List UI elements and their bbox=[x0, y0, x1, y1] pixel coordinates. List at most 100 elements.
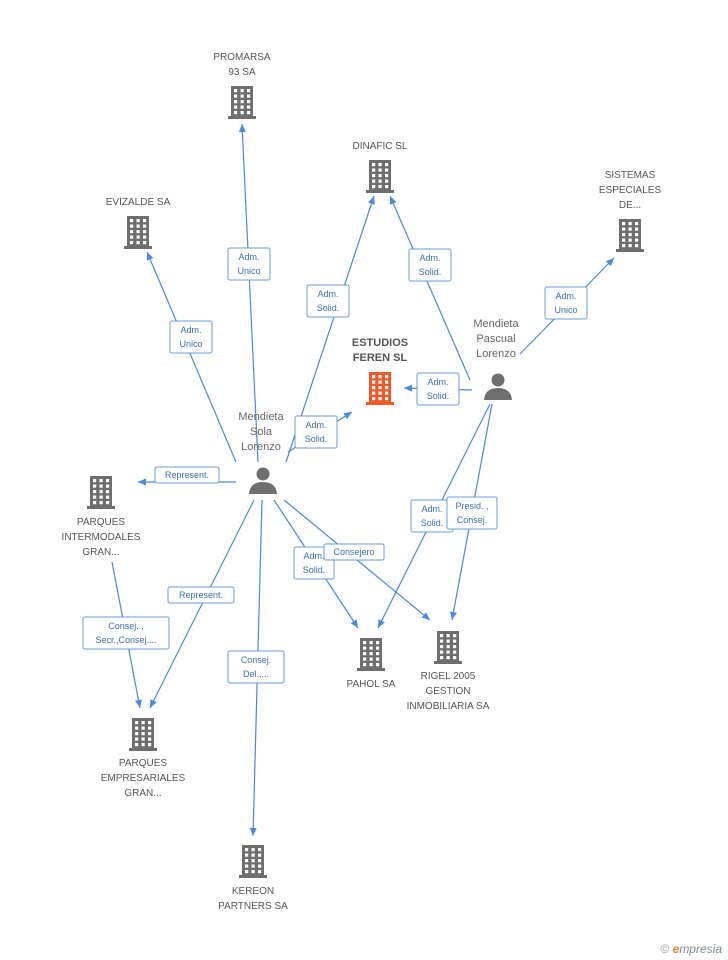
relation-pascual-dinafic[interactable]: Adm.Solid. bbox=[389, 195, 471, 381]
arrowhead-icon bbox=[450, 611, 457, 620]
company-name: PARQUES bbox=[119, 758, 167, 769]
person-name: Lorenzo bbox=[241, 441, 281, 453]
company-name: DINAFIC SL bbox=[352, 141, 407, 152]
relation-sola-pahol[interactable]: Adm.Solid. bbox=[273, 499, 359, 629]
relation-sola-estudios[interactable]: Adm.Solid. bbox=[287, 411, 353, 453]
relation-label-box bbox=[323, 543, 385, 561]
building-icon bbox=[228, 86, 256, 119]
company-name: PAHOL SA bbox=[347, 679, 396, 690]
company-node-sistemas[interactable]: SISTEMAS ESPECIALES DE... bbox=[599, 170, 662, 252]
person-name: Lorenzo bbox=[476, 348, 516, 360]
company-name: GESTION bbox=[425, 686, 470, 697]
building-icon bbox=[239, 845, 267, 878]
company-name: INMOBILIARIA SA bbox=[407, 701, 490, 712]
relation-sola-parques-inter[interactable]: Represent. bbox=[138, 466, 236, 486]
arrowhead-icon bbox=[378, 619, 385, 628]
person-name: Mendieta bbox=[473, 318, 519, 330]
relation-label: Unico bbox=[179, 339, 202, 349]
relation-sola-rigel[interactable]: Consejero bbox=[283, 499, 431, 621]
company-name: SISTEMAS bbox=[605, 170, 656, 181]
relation-label-box bbox=[227, 650, 285, 684]
arrowhead-icon bbox=[249, 827, 257, 836]
company-name: GRAN... bbox=[124, 788, 161, 799]
relation-label-box bbox=[294, 415, 338, 449]
relation-sola-promarsa[interactable]: Adm.Unico bbox=[227, 123, 271, 463]
relation-label-box bbox=[154, 466, 220, 484]
relation-pascual-pahol[interactable]: Adm. Solid. bbox=[377, 403, 491, 629]
person-icon bbox=[249, 467, 277, 494]
person-name: Pascual bbox=[476, 333, 515, 345]
relation-pascual-sistemas[interactable]: Adm.Unico bbox=[519, 257, 615, 355]
company-node-promarsa[interactable]: PROMARSA 93 SA bbox=[213, 52, 271, 119]
relation-label: Consejero bbox=[333, 547, 374, 557]
relation-label: Adm. bbox=[421, 504, 442, 514]
relation-label: Presid. , bbox=[455, 501, 488, 511]
building-icon bbox=[129, 718, 157, 751]
company-node-pahol[interactable]: PAHOL SA bbox=[347, 638, 396, 690]
company-name: PARQUES bbox=[77, 517, 125, 528]
company-name: ESTUDIOS bbox=[352, 337, 408, 349]
person-icon bbox=[484, 373, 512, 400]
relation-sola-evizalde[interactable]: Adm.Unico bbox=[146, 251, 237, 463]
relation-inter-emp[interactable]: Consej. ,Secr.,Consej.... bbox=[82, 561, 170, 709]
company-node-kereon[interactable]: KEREON PARTNERS SA bbox=[218, 845, 288, 912]
relation-label: Represent. bbox=[165, 470, 209, 480]
relation-label: Secr.,Consej.... bbox=[95, 635, 156, 645]
brand-initial: e bbox=[672, 942, 680, 956]
company-node-parques_emp[interactable]: PARQUES EMPRESARIALES GRAN... bbox=[101, 718, 186, 799]
relation-line bbox=[149, 499, 255, 709]
arrowhead-icon bbox=[404, 384, 413, 392]
arrowhead-icon bbox=[135, 699, 142, 708]
relation-label: Solid. bbox=[305, 434, 328, 444]
building-icon bbox=[87, 476, 115, 509]
relation-label-box bbox=[167, 586, 235, 604]
relation-pascual-estudios[interactable]: Adm.Solid. bbox=[403, 372, 473, 406]
company-name: FEREN SL bbox=[353, 352, 408, 364]
relation-label: Unico bbox=[554, 305, 577, 315]
company-name: INTERMODALES bbox=[62, 532, 141, 543]
company-node-evizalde[interactable]: EVIZALDE SA bbox=[106, 197, 171, 249]
relation-label: Consej. bbox=[457, 515, 488, 525]
company-name: 93 SA bbox=[228, 67, 256, 78]
relation-label: Solid. bbox=[427, 391, 450, 401]
arrowhead-icon bbox=[150, 699, 157, 708]
arrowhead-icon bbox=[343, 412, 352, 420]
copyright-symbol: © bbox=[660, 942, 670, 956]
relation-label: Consej. bbox=[241, 655, 272, 665]
relation-label-box bbox=[408, 248, 452, 282]
company-name: EMPRESARIALES bbox=[101, 773, 186, 784]
person-name: Mendieta bbox=[238, 411, 284, 423]
company-node-dinafic[interactable]: DINAFIC SL bbox=[352, 141, 408, 193]
relation-pascual-rigel[interactable]: Presid. , Consej. bbox=[446, 403, 498, 621]
relation-sola-parques-emp[interactable]: Represent. bbox=[149, 499, 255, 709]
relation-label-box bbox=[306, 284, 350, 318]
brand-name: mpresia bbox=[679, 942, 722, 956]
company-name: GRAN... bbox=[82, 547, 119, 558]
relation-label: Adm. bbox=[238, 252, 259, 262]
company-name: DE... bbox=[619, 200, 641, 211]
relation-label: Adm. bbox=[303, 551, 324, 561]
relation-label: Solid. bbox=[421, 518, 444, 528]
relation-label-box bbox=[446, 496, 498, 530]
company-name: PROMARSA bbox=[213, 52, 271, 63]
relation-label: Represent. bbox=[179, 590, 223, 600]
arrowhead-icon bbox=[389, 196, 397, 205]
company-name: PARTNERS SA bbox=[218, 901, 288, 912]
relation-label: Solid. bbox=[419, 267, 442, 277]
relation-line bbox=[146, 251, 237, 463]
company-name: RIGEL 2005 bbox=[421, 671, 476, 682]
company-name: ESPECIALES bbox=[599, 185, 662, 196]
company-name: KEREON bbox=[232, 886, 274, 897]
relation-label: Adm. bbox=[317, 289, 338, 299]
relation-label-box bbox=[544, 286, 588, 320]
empresia-watermark: © empresia bbox=[660, 942, 722, 956]
company-node-parques_inter[interactable]: PARQUES INTERMODALES GRAN... bbox=[62, 476, 141, 558]
relation-label-box bbox=[416, 372, 460, 406]
relation-label-box bbox=[169, 320, 213, 354]
relation-sola-kereon[interactable]: Consej.Del.,... bbox=[227, 499, 285, 837]
company-node-estudios[interactable]: ESTUDIOS FEREN SL bbox=[352, 337, 408, 405]
